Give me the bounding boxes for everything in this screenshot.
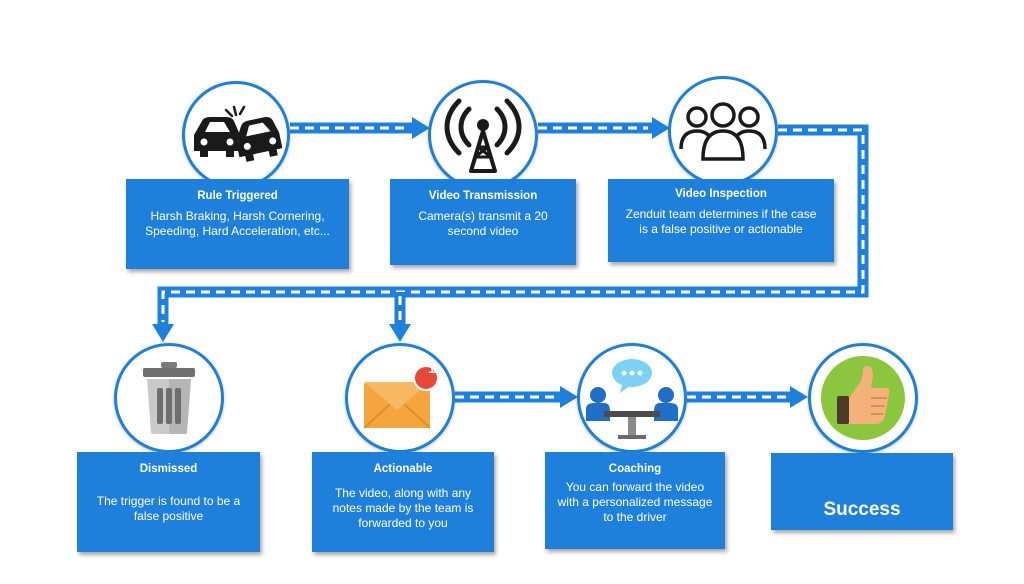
notification-badge-count: 1 (428, 361, 436, 376)
arrow-transmission-to-inspection (538, 117, 670, 139)
step-circle-video-transmission (428, 80, 538, 190)
step-circle-actionable: 1 (345, 343, 455, 453)
step-description: The video, along with any notes made by … (332, 486, 474, 530)
step-circle-success (808, 343, 918, 453)
step-box-video-transmission: Video Transmission Camera(s) transmit a … (390, 179, 576, 265)
step-box-success: Success (771, 453, 953, 530)
step-description: Camera(s) transmit a 20 second video (418, 209, 548, 238)
broadcast-tower-icon (444, 98, 522, 173)
step-title: Video Transmission (428, 190, 538, 202)
step-title: Coaching (608, 463, 662, 475)
step-box-actionable: Actionable The video, along with any not… (312, 452, 494, 552)
arrow-inspection-loop (152, 124, 869, 342)
step-circle-video-inspection (668, 76, 778, 186)
step-box-video-inspection: Video Inspection Zenduit team determines… (608, 179, 834, 262)
step-title: Rule Triggered (197, 190, 278, 202)
team-icon (679, 102, 767, 161)
success-label: Success (823, 499, 901, 520)
step-box-coaching: Coaching You can forward the video with … (545, 452, 725, 549)
arrow-coaching-to-success (687, 386, 808, 408)
step-title: Actionable (373, 463, 433, 475)
arrow-rule-to-transmission (290, 117, 430, 139)
arrow-to-actionable (389, 292, 411, 342)
step-box-rule-triggered: Rule Triggered Harsh Braking, Harsh Corn… (126, 179, 349, 269)
step-description: Harsh Braking, Harsh Cornering, Speeding… (145, 209, 330, 238)
notification-badge-icon (413, 365, 439, 391)
coaching-meeting-icon (586, 359, 678, 439)
step-circle-coaching (577, 343, 687, 453)
step-box-dismissed: Dismissed The trigger is found to be a f… (77, 452, 260, 552)
email-notification-icon (363, 365, 439, 429)
step-description: Zenduit team determines if the case is a… (625, 207, 817, 236)
step-title: Dismissed (139, 463, 198, 475)
step-circle-rule-triggered (182, 81, 290, 189)
thumbs-up-icon (821, 356, 905, 440)
step-description: You can forward the video with a persona… (557, 480, 713, 524)
trash-can-icon (143, 362, 195, 434)
arrow-actionable-to-coaching (455, 386, 578, 408)
step-circle-dismissed (114, 343, 224, 453)
step-title: Video Inspection (675, 188, 767, 200)
step-description: The trigger is found to be a false posit… (96, 494, 241, 523)
car-crash-icon (194, 105, 282, 162)
